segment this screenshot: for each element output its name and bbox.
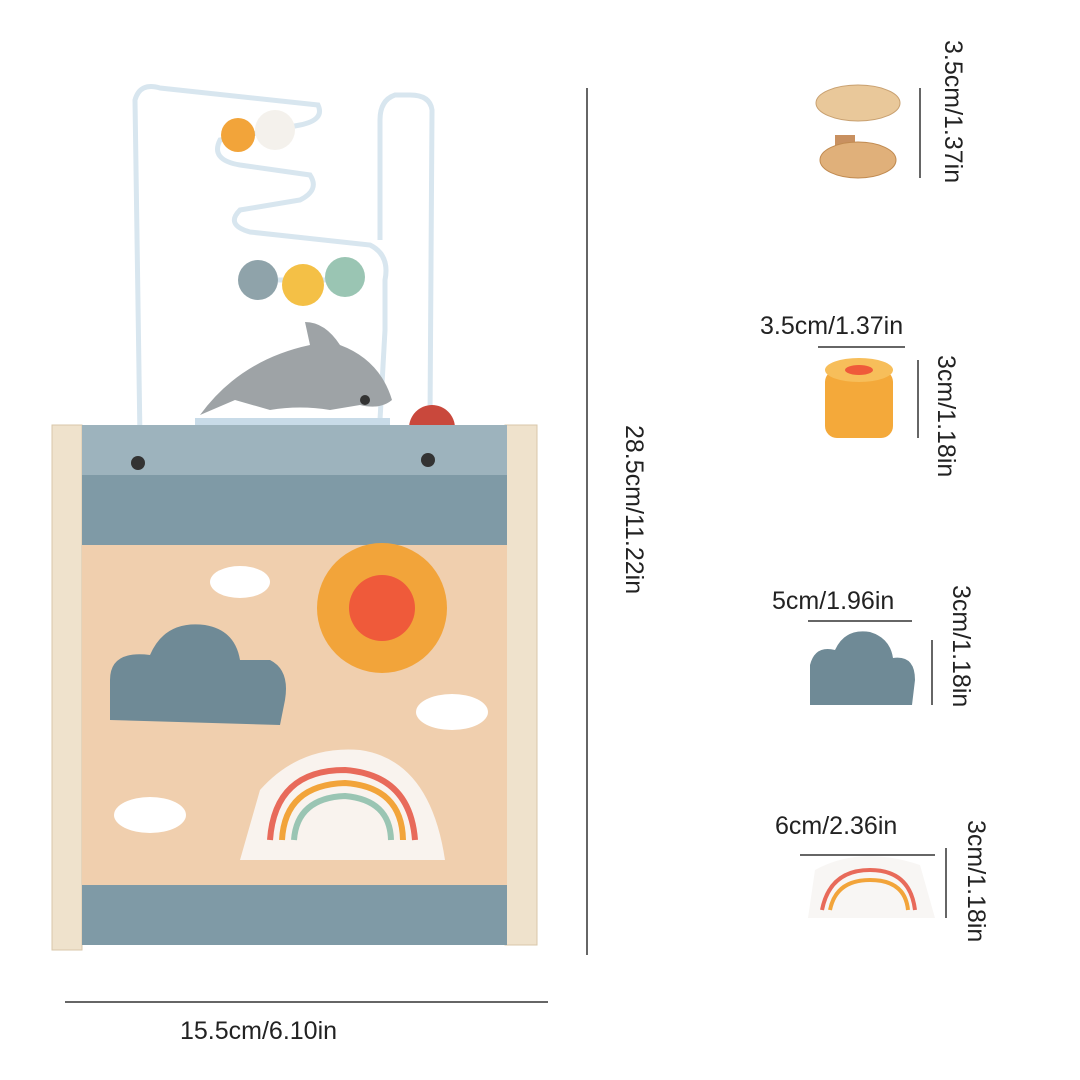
sun-cylinder-height-label: 3cm/1.18in	[932, 355, 960, 478]
activity-cube	[51, 84, 538, 951]
rainbow-height-label: 3cm/1.18in	[962, 820, 990, 943]
sun-cylinder-width-label: 3.5cm/1.37in	[760, 312, 904, 340]
width-dimension-label: 15.5cm/6.10in	[180, 1017, 338, 1045]
spinner-height-label: 3.5cm/1.37in	[939, 40, 967, 184]
left-wood-post	[51, 424, 83, 951]
bottom-panel	[82, 885, 507, 945]
right-wood-post	[504, 424, 538, 946]
cloud-height-label: 3cm/1.18in	[947, 585, 975, 708]
height-dimension-label: 28.5cm/11.22in	[620, 425, 648, 595]
cloud-decals	[114, 566, 488, 833]
cloud-part	[810, 631, 915, 705]
rainbow-part	[808, 856, 935, 918]
cloud-slot	[110, 624, 286, 725]
dolphin	[195, 322, 392, 440]
cloud-width-label: 5cm/1.96in	[772, 587, 895, 615]
spinner-part	[815, 84, 901, 179]
sun-cylinder-part	[825, 358, 893, 438]
dimension-lines	[65, 88, 947, 1003]
rainbow-slot	[240, 749, 445, 860]
sun-slot	[317, 543, 447, 673]
rainbow-width-label: 6cm/2.36in	[775, 812, 898, 840]
